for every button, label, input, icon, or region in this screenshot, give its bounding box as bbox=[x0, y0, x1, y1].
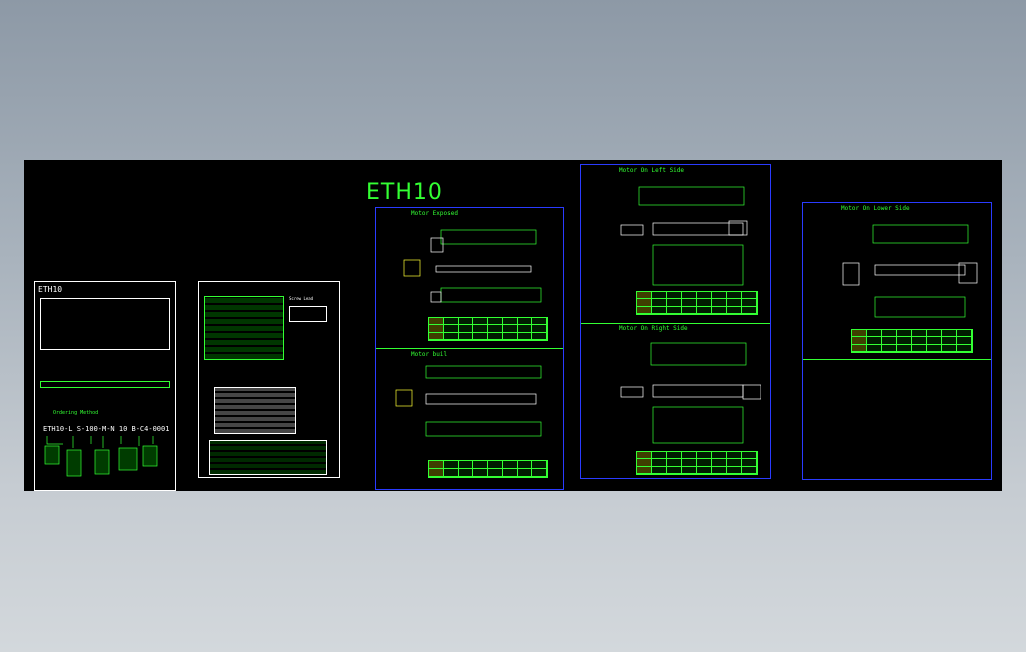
motor-right-drawing bbox=[620, 342, 761, 444]
model-code: ETH10-L S-100-M-N 10 B-C4-0001 bbox=[43, 425, 170, 433]
motor-left-drawing bbox=[620, 186, 748, 286]
ordering-method-label: Ordering Method bbox=[53, 410, 99, 416]
spec-table-3 bbox=[209, 440, 327, 475]
cover-image-frame bbox=[40, 298, 170, 350]
motor-lower-table bbox=[851, 329, 973, 353]
spec-table-2 bbox=[214, 387, 296, 434]
section-motor-built-in: Motor buil bbox=[411, 351, 448, 358]
spec-sheet: Screw Lead bbox=[198, 281, 340, 478]
cad-drawing-canvas[interactable]: ETH10 Ordering Method ETH10-L S-100-M-N … bbox=[24, 160, 1002, 491]
sheet-motor-exposed: Motor Exposed Motor buil bbox=[375, 207, 564, 490]
motor-lower-drawing bbox=[842, 224, 978, 318]
cover-strip bbox=[40, 381, 170, 388]
cover-sheet-title: ETH10 bbox=[38, 285, 63, 294]
section-motor-left: Motor On Left Side bbox=[619, 167, 685, 174]
motor-right-table bbox=[636, 451, 758, 475]
drawing-main-title: ETH10 bbox=[366, 180, 443, 205]
cover-sheet: ETH10 Ordering Method ETH10-L S-100-M-N … bbox=[34, 281, 176, 491]
spec-figure bbox=[289, 306, 327, 322]
section-motor-lower: Motor On Lower Side bbox=[841, 205, 910, 212]
divider bbox=[581, 323, 770, 324]
section-motor-right: Motor On Right Side bbox=[619, 325, 688, 332]
motor-built-in-table bbox=[428, 460, 548, 478]
section-motor-exposed: Motor Exposed bbox=[411, 210, 458, 217]
spec-table-1 bbox=[204, 296, 284, 360]
motor-left-table bbox=[636, 291, 758, 315]
motor-built-in-drawing bbox=[395, 365, 542, 437]
motor-exposed-table bbox=[428, 317, 548, 341]
motor-exposed-drawing bbox=[403, 229, 542, 303]
sheet-motor-lower: Motor On Lower Side bbox=[802, 202, 992, 480]
divider bbox=[376, 348, 563, 349]
sheet-motor-left-right: Motor On Left Side Motor On Right Side bbox=[580, 164, 771, 479]
screw-lead-legend: Screw Lead bbox=[289, 296, 314, 301]
ordering-tree-diagram bbox=[44, 436, 158, 477]
divider bbox=[803, 359, 991, 360]
